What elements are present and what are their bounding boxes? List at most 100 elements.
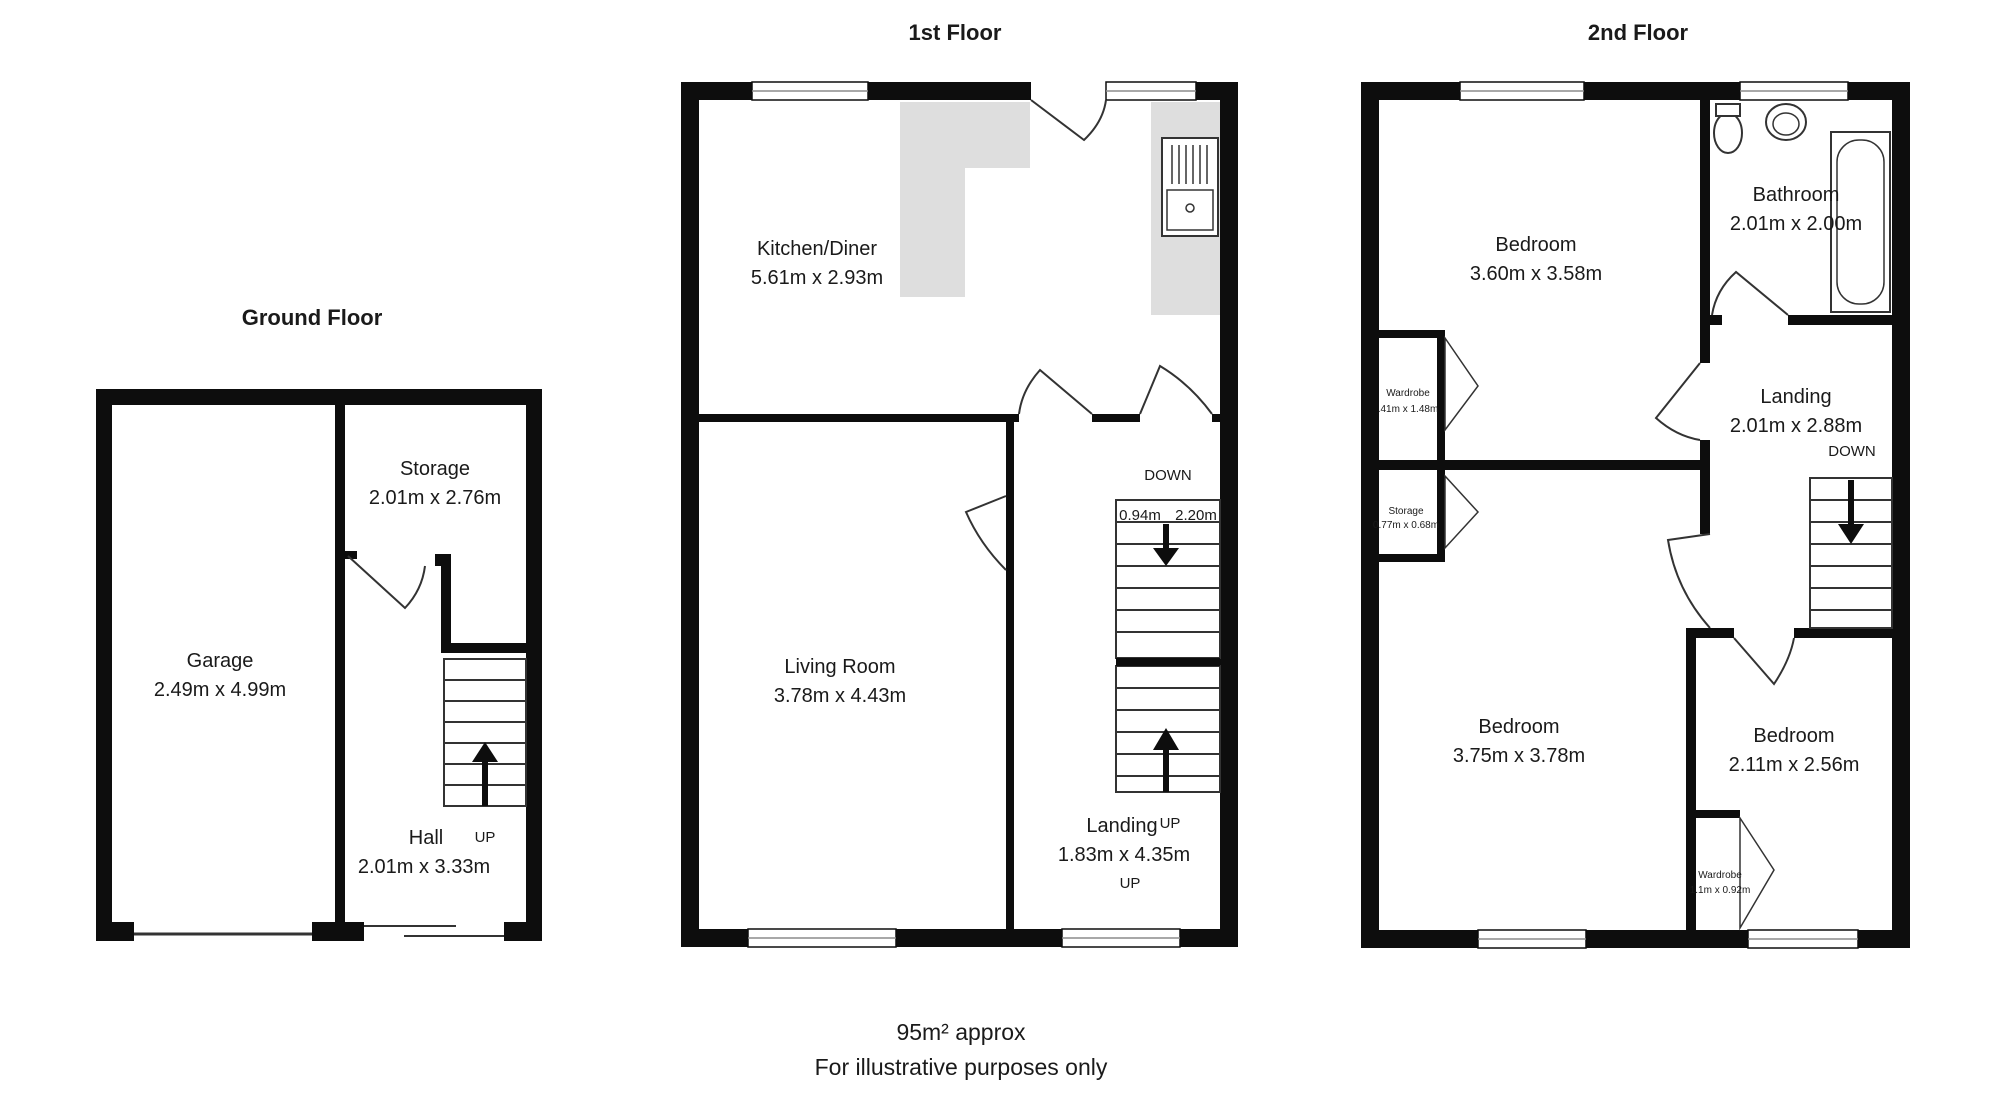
basin-icon — [1772, 112, 1800, 136]
room-name-landing: Landing — [1760, 386, 1831, 408]
kitchen-door-left[interactable] — [1018, 368, 1093, 415]
toilet-icon — [1713, 112, 1743, 154]
wall — [335, 389, 345, 941]
tap-icon — [1185, 203, 1195, 213]
wardrobe-door[interactable] — [1444, 335, 1479, 433]
wall — [1892, 82, 1910, 948]
wall — [96, 389, 112, 941]
wall — [1220, 82, 1238, 947]
sink-basin — [1166, 189, 1214, 231]
stairs-down-label: DOWN — [1828, 443, 1876, 460]
wall — [681, 82, 699, 947]
room-dims-bedroom-2: 3.75m x 3.78m — [1453, 745, 1585, 767]
wall — [504, 922, 542, 941]
wall — [312, 922, 364, 941]
wall — [96, 389, 542, 405]
room-name-hall: Hall — [409, 827, 443, 849]
wall — [1092, 414, 1140, 422]
stairs-down[interactable] — [1809, 477, 1893, 629]
room-name-garage: Garage — [187, 650, 254, 672]
wall — [1116, 658, 1220, 666]
storage-door[interactable] — [347, 555, 426, 610]
room-dims-hall: 2.01m x 3.33m — [358, 856, 490, 878]
room-name-living-room: Living Room — [784, 656, 895, 678]
ground-floor-title: Ground Floor — [242, 305, 383, 330]
wall — [1788, 315, 1892, 325]
wall — [1379, 460, 1710, 470]
room-dims-bathroom: 2.01m x 2.00m — [1730, 213, 1862, 235]
arrow-down-icon — [1153, 548, 1179, 566]
kitchen-door-right[interactable] — [1139, 364, 1213, 415]
wall — [1379, 554, 1445, 562]
wall — [1686, 628, 1734, 638]
second-floor-title: 2nd Floor — [1588, 20, 1689, 45]
stair-length-label: 2.20m — [1175, 507, 1217, 524]
living-room-door[interactable] — [964, 495, 1007, 571]
first-floor-plan: Kitchen/Diner 5.61m x 2.93m Living Room … — [681, 81, 1238, 948]
first-floor-title: 1st Floor — [909, 20, 1002, 45]
wall — [1700, 315, 1722, 325]
bathroom-door[interactable] — [1711, 270, 1789, 316]
drainer — [1171, 145, 1208, 184]
room-name-wardrobe-2: Wardrobe — [1698, 870, 1742, 881]
room-name-storage: Storage — [400, 458, 470, 480]
room-dims-wardrobe-2: 1.1m x 0.92m — [1690, 885, 1751, 896]
wall — [1686, 638, 1696, 930]
wall — [1700, 100, 1710, 315]
wall — [1379, 330, 1445, 338]
room-dims-living-room: 3.78m x 4.43m — [774, 685, 906, 707]
bath-icon — [1836, 139, 1885, 305]
room-dims-garage: 2.49m x 4.99m — [154, 679, 286, 701]
bedroom-door[interactable] — [1666, 533, 1711, 629]
toilet-icon — [1715, 103, 1741, 117]
wall — [1794, 628, 1892, 638]
wall — [1700, 470, 1710, 488]
second-floor-plan: Bedroom 3.60m x 3.58m Bathroom 2.01m x 2… — [1361, 81, 1910, 949]
arrow-up-icon — [472, 742, 498, 762]
room-name-kitchen-diner: Kitchen/Diner — [757, 238, 877, 260]
room-dims-storage: 0.77m x 0.68m — [1373, 520, 1439, 531]
back-door[interactable] — [1030, 99, 1107, 142]
bedroom-door[interactable] — [1733, 637, 1795, 686]
wall — [1437, 330, 1445, 460]
wardrobe-door[interactable] — [1739, 815, 1775, 931]
kitchen-units — [900, 102, 1030, 297]
wall — [1700, 315, 1710, 363]
room-dims-landing: 1.83m x 4.35m — [1058, 844, 1190, 866]
storage-door[interactable] — [1444, 474, 1480, 550]
wall — [1361, 82, 1379, 948]
total-area: 95m² approx — [896, 1019, 1026, 1045]
disclaimer: For illustrative purposes only — [815, 1054, 1108, 1080]
wall — [1696, 810, 1740, 818]
stairs-up-label: UP — [1160, 815, 1181, 832]
room-name-wardrobe-1: Wardrobe — [1386, 388, 1430, 399]
stairs-down-label: DOWN — [1144, 467, 1192, 484]
wall — [96, 922, 134, 941]
room-dims-wardrobe-1: .41m x 1.48m — [1378, 404, 1439, 415]
room-dims-storage: 2.01m x 2.76m — [369, 487, 501, 509]
room-name-bedroom-3: Bedroom — [1753, 725, 1834, 747]
wall — [1006, 422, 1014, 570]
wall — [1700, 488, 1710, 534]
room-dims-bedroom-1: 3.60m x 3.58m — [1470, 263, 1602, 285]
room-name-bedroom-2: Bedroom — [1478, 716, 1559, 738]
wall — [1006, 570, 1014, 930]
arrow-down-icon — [1838, 524, 1864, 544]
wall — [699, 414, 1019, 422]
room-dims-kitchen-diner: 5.61m x 2.93m — [751, 267, 883, 289]
room-name-storage: Storage — [1388, 506, 1423, 517]
room-name-bedroom-1: Bedroom — [1495, 234, 1576, 256]
wall — [1700, 440, 1710, 460]
wall — [526, 389, 542, 941]
bedroom-door[interactable] — [1654, 362, 1701, 441]
room-name-landing: Landing — [1086, 815, 1157, 837]
stairs-up-label: UP — [475, 829, 496, 846]
room-dims-landing: 2.01m x 2.88m — [1730, 415, 1862, 437]
wall — [441, 558, 451, 648]
wall — [1437, 470, 1445, 562]
wall — [441, 643, 526, 653]
wall — [345, 551, 357, 559]
ground-floor-plan: Garage 2.49m x 4.99m Storage 2.01m x 2.7… — [96, 389, 542, 941]
room-name-bathroom: Bathroom — [1753, 184, 1840, 206]
